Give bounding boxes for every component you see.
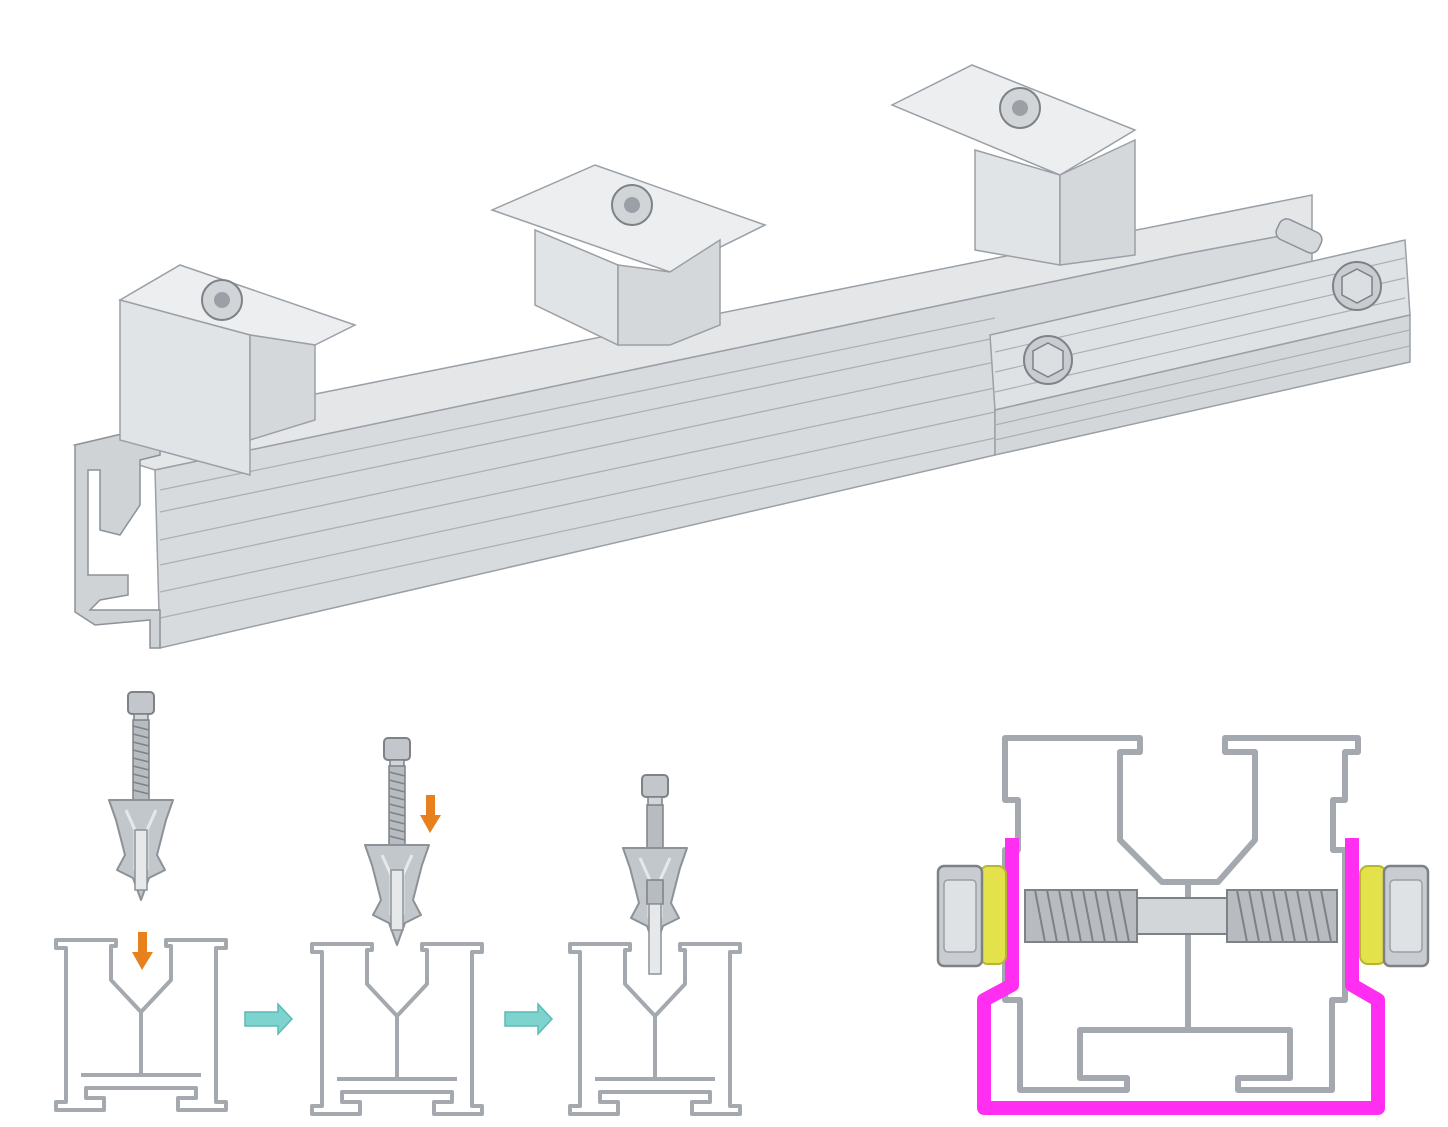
end-clamp-left bbox=[118, 264, 357, 476]
step-2 bbox=[310, 737, 484, 1116]
splice-bolt-left bbox=[1023, 335, 1073, 385]
step-1-arrow-down bbox=[132, 932, 153, 970]
splice-bolt-right bbox=[1332, 261, 1382, 311]
splice-bolt-assembly bbox=[1024, 889, 1338, 943]
step-3 bbox=[568, 774, 742, 1116]
step-1 bbox=[54, 691, 228, 1112]
mid-clamp-center bbox=[489, 164, 767, 347]
splice-rail-profile bbox=[1002, 735, 1361, 1093]
washer-left bbox=[979, 865, 1007, 965]
step-2-rail-profile bbox=[310, 942, 484, 1116]
rail-end-profile bbox=[74, 424, 161, 649]
step-2-arrow-down bbox=[420, 795, 441, 833]
isometric-assembly bbox=[72, 64, 1411, 649]
splice-bolt-shaft bbox=[1275, 218, 1323, 254]
step-arrow-2 bbox=[504, 1002, 554, 1036]
rail-grooves bbox=[159, 317, 996, 619]
washer-right bbox=[1359, 865, 1387, 965]
rail-side-face bbox=[154, 229, 1313, 649]
hex-bolt-head-left bbox=[936, 864, 984, 968]
end-clamp-right bbox=[890, 64, 1137, 266]
step-arrow-1 bbox=[244, 1002, 294, 1036]
splice-cross-section bbox=[936, 735, 1430, 1115]
hex-nut-right bbox=[1382, 864, 1430, 968]
splice-sleeve-outline bbox=[977, 838, 1385, 1115]
